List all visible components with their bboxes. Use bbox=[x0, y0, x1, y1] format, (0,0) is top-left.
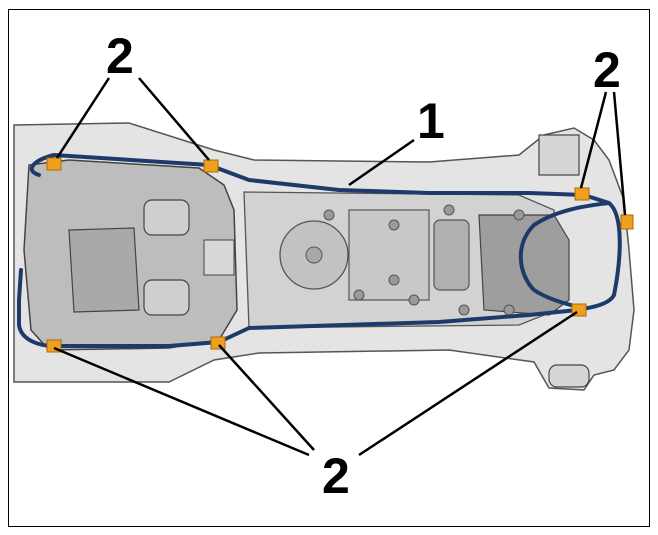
front-bracket-upper bbox=[143, 199, 190, 236]
wheel-well-hub bbox=[305, 246, 323, 264]
callout-clip-top-left: 2 bbox=[106, 28, 134, 84]
clip-top-right bbox=[574, 187, 590, 201]
clip-top-left bbox=[46, 157, 62, 171]
clip-bottom-mid bbox=[210, 336, 226, 350]
front-bracket-center bbox=[203, 239, 235, 276]
callout-clip-bottom: 2 bbox=[322, 448, 350, 504]
diagram-frame: 1 2 2 2 bbox=[8, 9, 650, 527]
front-bracket-lower bbox=[143, 279, 190, 316]
rear-bracket-bottom bbox=[548, 364, 590, 388]
rear-bracket-top bbox=[538, 134, 580, 176]
leader-lines bbox=[53, 77, 627, 457]
callout-clip-top-right: 2 bbox=[593, 42, 621, 98]
wiring-harness bbox=[17, 153, 622, 348]
center-box bbox=[433, 219, 470, 291]
clip-top-mid bbox=[203, 159, 219, 173]
clip-right-end bbox=[620, 214, 634, 230]
vehicle-underbody-diagram: 1 2 2 2 bbox=[13, 28, 635, 504]
callout-harness: 1 bbox=[417, 93, 445, 149]
front-tunnel-block bbox=[68, 227, 140, 313]
